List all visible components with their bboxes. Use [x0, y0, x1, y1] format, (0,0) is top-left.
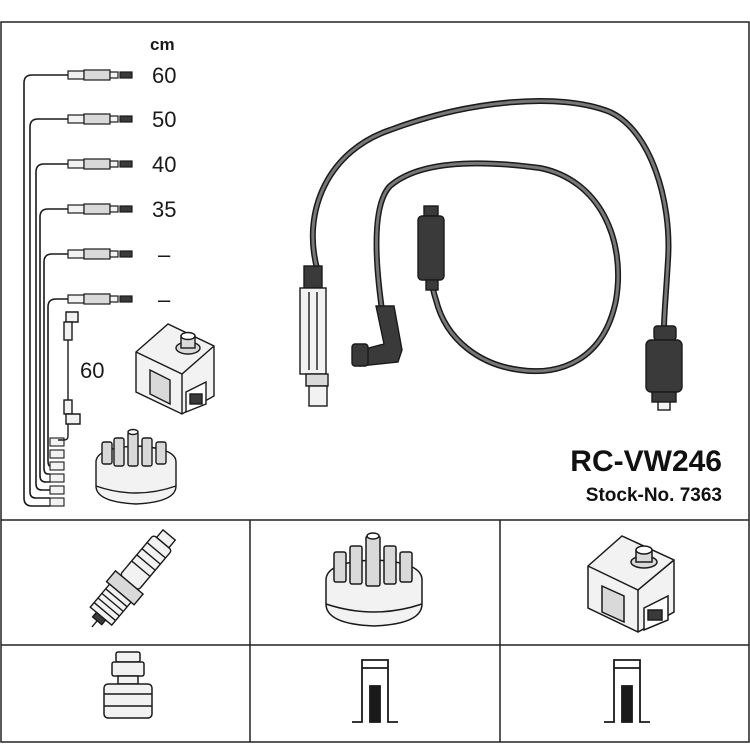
stock-number: Stock-No. 7363 [586, 485, 722, 506]
outer-border [0, 21, 750, 743]
lead-length-6: – [158, 287, 171, 312]
connector-profile-center-icon [352, 659, 398, 723]
top-connector-icon [417, 205, 445, 291]
connector-profile-right-icon [604, 659, 650, 723]
coil-connector-icon [645, 325, 683, 411]
cable-short [373, 160, 622, 375]
straight-boot-icon [299, 265, 329, 407]
angled-boot-icon [351, 305, 403, 367]
lead-length-2: 50 [152, 107, 176, 132]
lead-wire-5 [43, 253, 68, 475]
lead-length-4: 35 [152, 197, 176, 222]
coil-small-icon [135, 323, 215, 415]
ignition-cable-illustration [309, 97, 672, 375]
lead-wire-6 [47, 298, 68, 467]
lead-plug-3 [67, 158, 133, 170]
lead-plug-5 [67, 248, 133, 260]
lead-plugs [67, 69, 133, 305]
cable-short-highlight [375, 161, 620, 373]
cable-long-highlight [311, 99, 670, 330]
lead-length-3: 40 [152, 152, 176, 177]
lead-plug-6 [67, 293, 133, 305]
lead-schematic [23, 74, 68, 507]
frame [0, 21, 750, 743]
coil-lead [58, 311, 81, 441]
distributor-terminals [49, 437, 65, 507]
lead-wire-2 [29, 118, 68, 499]
coil-lead-length: 60 [80, 358, 104, 383]
lead-wire-4 [39, 208, 68, 483]
lead-wire-3 [35, 163, 68, 491]
ignition-coil-icon [587, 535, 675, 633]
lead-wire-1 [23, 74, 68, 507]
lead-plug-4 [67, 203, 133, 215]
unit-label: cm [150, 35, 175, 54]
plug-terminal-icon [103, 651, 153, 719]
distributor-cap-icon [325, 532, 423, 627]
lead-length-1: 60 [152, 63, 176, 88]
product-code: RC-VW246 [570, 445, 722, 478]
lead-plug-2 [67, 113, 133, 125]
spark-plug-icon [89, 528, 177, 628]
distributor-cap-small-icon [95, 428, 177, 505]
lead-plug-1 [67, 69, 133, 81]
lead-length-5: – [158, 242, 171, 267]
lead-length-labels: 60 50 40 35 – – 60 [80, 63, 176, 383]
